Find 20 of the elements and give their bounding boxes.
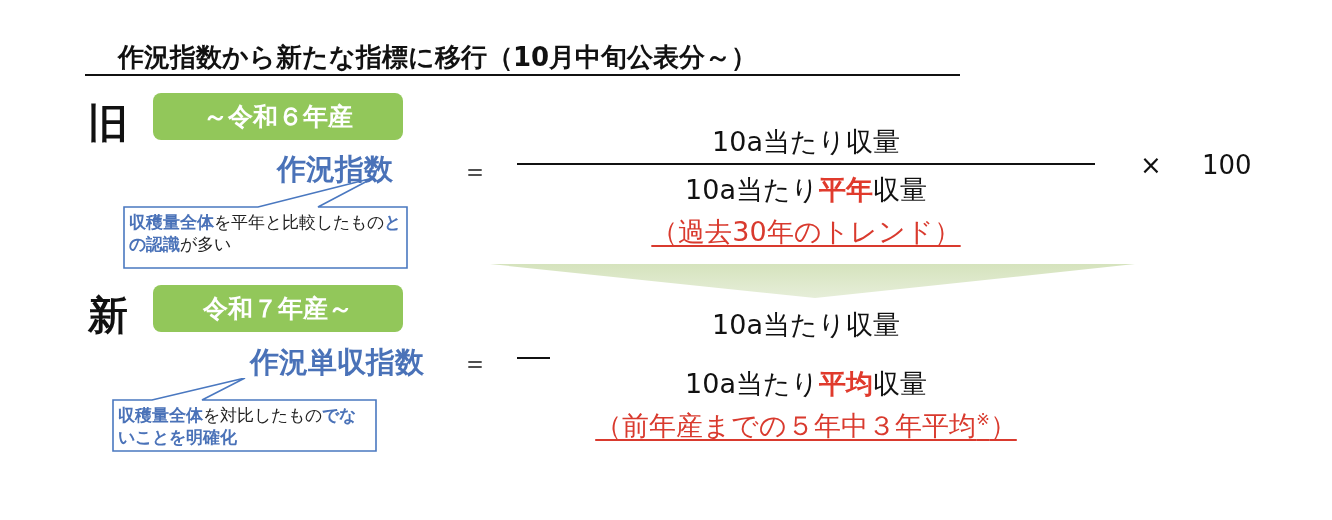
denominator-note: （過去30年のトレンド） bbox=[650, 215, 962, 249]
section-mark: 新 bbox=[88, 291, 128, 340]
period-badge: 令和７年産～ bbox=[153, 285, 403, 332]
denominator: 10a当たり平年収量 bbox=[684, 173, 928, 207]
numerator: 10a当たり収量 bbox=[711, 308, 901, 342]
constant: 100 bbox=[1202, 150, 1252, 180]
index-name: 作況指数 bbox=[277, 151, 393, 188]
equals-sign: ＝ bbox=[462, 347, 488, 380]
title: 作況指数から新たな指標に移行（10月中旬公表分～） bbox=[118, 41, 758, 74]
denominator: 10a当たり平均収量 bbox=[684, 367, 928, 401]
equals-sign: ＝ bbox=[462, 155, 488, 188]
times-sign: × bbox=[1140, 150, 1162, 180]
callout-text: 収穫量全体を平年と比較したものとの認識が多い bbox=[129, 211, 402, 256]
numerator: 10a当たり収量 bbox=[711, 125, 901, 159]
speech-bubble bbox=[112, 378, 378, 452]
callout-text: 収穫量全体を対比したものでないことを明確化 bbox=[118, 404, 357, 449]
index-name: 作況単収指数 bbox=[250, 344, 424, 381]
section-mark: 旧 bbox=[88, 99, 128, 148]
period-badge: ～令和６年産 bbox=[153, 93, 403, 140]
denominator-note: （前年産までの５年中３年平均$^{※}$） bbox=[594, 409, 1018, 443]
